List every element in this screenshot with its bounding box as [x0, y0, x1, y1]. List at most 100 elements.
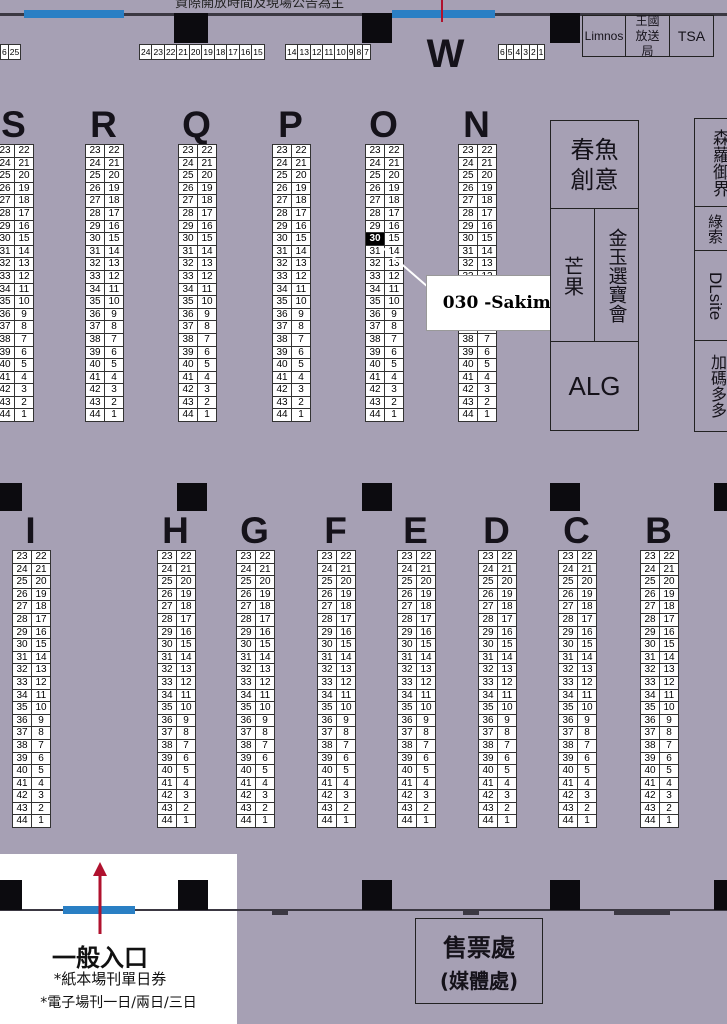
top-booth[interactable]: 14 [284, 44, 299, 60]
row-letter: C [563, 510, 590, 551]
booth-cell[interactable]: 20 [477, 169, 497, 183]
booth-cell[interactable]: 15 [176, 638, 196, 652]
booth-cell[interactable]: 3 [255, 789, 275, 803]
booth-cell[interactable]: 1 [255, 814, 275, 829]
booth-cell[interactable]: 6 [577, 751, 597, 766]
booth-cell[interactable]: 19 [416, 587, 436, 602]
booth-cell[interactable]: 4 [14, 370, 34, 385]
booth-cell[interactable]: 13 [336, 663, 356, 677]
booth-cell[interactable]: 18 [255, 600, 275, 614]
booth-cell[interactable]: 6 [384, 345, 404, 360]
booth-cell[interactable]: 1 [497, 814, 517, 829]
booth-cell[interactable]: 18 [416, 600, 436, 614]
booth-cell[interactable]: 1 [14, 408, 34, 423]
booth-cell[interactable]: 11 [31, 688, 51, 703]
booth-cell[interactable]: 16 [477, 219, 497, 234]
booth-cell[interactable]: 13 [659, 663, 679, 677]
booth-cell[interactable]: 1 [336, 814, 356, 829]
booth-cell[interactable]: 15 [577, 638, 597, 652]
booth-dlsite[interactable]: DLsite [694, 250, 727, 342]
booth-mangguo[interactable]: 芒果 [550, 208, 596, 343]
booth-cell[interactable]: 21 [384, 156, 404, 171]
booth-cell[interactable]: 21 [255, 562, 275, 577]
booth-cell[interactable]: 5 [416, 764, 436, 778]
row-letter: H [162, 510, 189, 551]
booth-cell[interactable]: 8 [336, 726, 356, 740]
booth-cell[interactable]: 18 [384, 194, 404, 208]
top-booth[interactable]: 10 [334, 44, 348, 60]
booth-cell[interactable]: 13 [416, 663, 436, 677]
booth-cell[interactable]: 1 [659, 814, 679, 829]
booth-cell[interactable]: 1 [176, 814, 196, 829]
booth-cell[interactable]: 1 [31, 814, 51, 829]
booth-cell[interactable]: 6 [336, 751, 356, 766]
booth-cell[interactable]: 3 [104, 383, 124, 397]
booth-lv[interactable]: 綠索 [694, 206, 727, 252]
booth-cell[interactable]: 14 [104, 244, 124, 259]
booth-cell[interactable]: 1 [416, 814, 436, 829]
booth-cell[interactable]: 18 [197, 194, 217, 208]
booth-jinyu[interactable]: 金玉選寶會 [594, 208, 639, 343]
booth-cell[interactable]: 15 [416, 638, 436, 652]
booth-cell[interactable]: 21 [416, 562, 436, 577]
booth-cell[interactable]: 1 [384, 408, 404, 423]
booth-cell[interactable]: 5 [577, 764, 597, 778]
booth-chunyu[interactable]: 春魚創意 [550, 120, 639, 210]
booth-tsa[interactable]: TSA [669, 15, 714, 57]
booth-cell[interactable]: 18 [336, 600, 356, 614]
booth-cell[interactable]: 18 [477, 194, 497, 208]
booth-cell[interactable]: 10 [416, 701, 436, 715]
booth-senluo[interactable]: 森蘿御界 [694, 118, 727, 208]
booth-cell[interactable]: 1 [291, 408, 311, 423]
booth-cell[interactable]: 18 [659, 600, 679, 614]
top-booth[interactable]: 12 [309, 44, 324, 60]
booth-cell[interactable]: 1 [577, 814, 597, 829]
booth-cell[interactable]: 4 [176, 776, 196, 791]
entrance-line1: *紙本場刊單日券 [53, 970, 167, 988]
booth-cell[interactable]: 5 [384, 358, 404, 372]
booth-cell[interactable]: 2 [14, 395, 34, 410]
booth-alg[interactable]: ALG [550, 341, 639, 431]
top-booth[interactable]: 15 [251, 44, 265, 60]
booth-cell[interactable]: 1 [477, 408, 497, 423]
booth-cell[interactable]: 8 [384, 320, 404, 334]
booth-cell[interactable]: 22 [104, 144, 124, 158]
pillar [0, 880, 22, 910]
booth-cell[interactable]: 9 [497, 713, 517, 728]
booth-cell[interactable]: 7 [255, 738, 275, 753]
booth-cell[interactable]: 44 [85, 408, 105, 423]
ticket-office[interactable]: 售票處 (媒體處) [415, 918, 543, 1004]
booth-cell[interactable]: 16 [577, 625, 597, 640]
pillar [178, 880, 208, 910]
booth-cell[interactable]: 18 [497, 600, 517, 614]
entrance-line2: *電子場刊一日/兩日/三日 [40, 995, 197, 1011]
booth-cell[interactable]: 8 [104, 320, 124, 334]
booth-cell[interactable]: 1 [104, 408, 124, 423]
booth-cell[interactable]: 21 [14, 156, 34, 171]
booth-cell[interactable]: 8 [197, 320, 217, 334]
booth-cell[interactable]: 3 [197, 383, 217, 397]
booth-cell[interactable]: 22 [384, 144, 404, 158]
booth-cell[interactable]: 21 [336, 562, 356, 577]
booth-cell[interactable]: 19 [197, 181, 217, 196]
booth-cell[interactable]: 14 [577, 650, 597, 665]
top-booth[interactable]: 25 [7, 44, 22, 60]
booth-cell[interactable]: 12 [336, 675, 356, 690]
booth-limnos[interactable]: Limnos [582, 15, 626, 57]
top-booth[interactable]: 17 [226, 44, 240, 60]
booth-cell[interactable]: 1 [197, 408, 217, 423]
booth-cell[interactable]: 4 [659, 776, 679, 791]
booth-jia[interactable]: 加碼多多 [694, 340, 727, 432]
top-booth[interactable]: 7 [362, 44, 371, 60]
booth-cell[interactable]: 10 [31, 701, 51, 715]
booth-cell[interactable]: 14 [176, 650, 196, 665]
booth-cell[interactable]: 19 [255, 587, 275, 602]
top-booth[interactable]: 1 [536, 44, 546, 60]
booth-cell[interactable]: 12 [416, 675, 436, 690]
booth-cell[interactable]: 44 [317, 814, 337, 829]
row-letter: E [403, 510, 428, 551]
